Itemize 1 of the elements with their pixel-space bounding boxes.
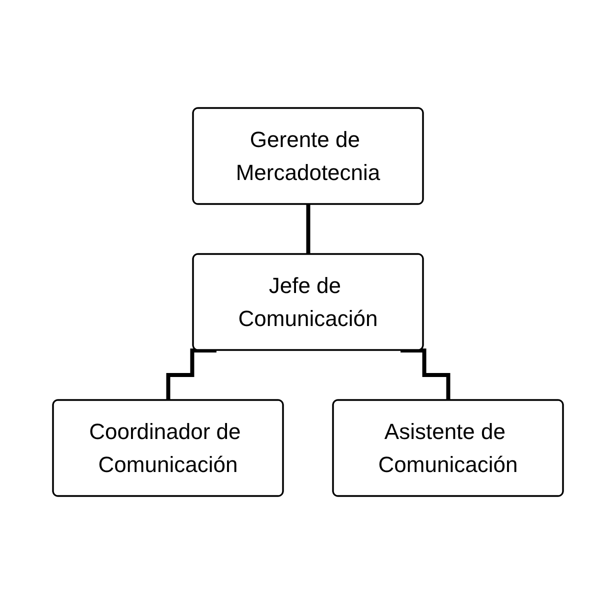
connector: [306, 202, 310, 256]
